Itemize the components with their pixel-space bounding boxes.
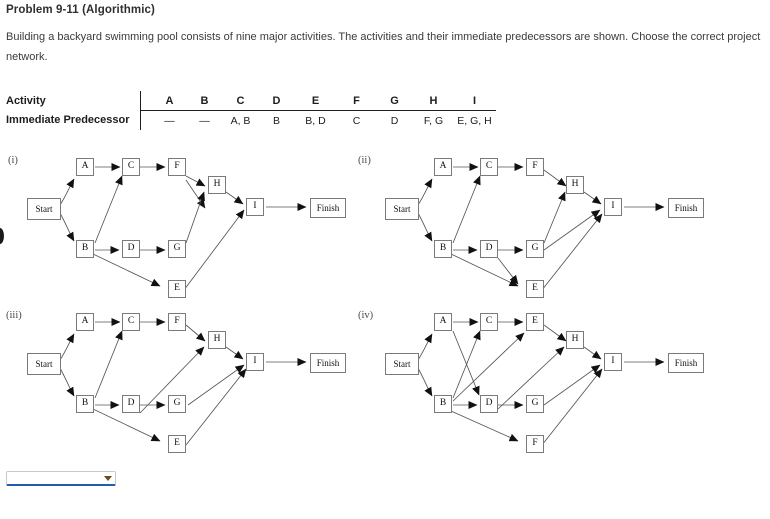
diagram-i-finish-edge	[266, 203, 307, 211]
header-cell-g: G	[375, 91, 414, 111]
diagram-iv-edges	[417, 318, 603, 446]
diagram-iii-edges	[59, 318, 247, 446]
table-row-activity: Activity A B C D E F G H I	[6, 91, 496, 111]
node-finish[interactable]: Finish	[310, 353, 346, 373]
node-d[interactable]: D	[480, 240, 498, 258]
node-h[interactable]: H	[208, 331, 226, 349]
clipped-arrow-artifact	[0, 228, 4, 244]
pred-cell-i: E, G, H	[457, 114, 492, 127]
header-cell-d: D	[259, 91, 294, 111]
node-i[interactable]: I	[604, 353, 622, 371]
node-start[interactable]: Start	[27, 353, 61, 375]
network-diagram-iv[interactable]: (iv) Start A B C D E G F H I Finish	[352, 305, 770, 460]
node-h[interactable]: H	[566, 176, 584, 194]
node-a[interactable]: A	[76, 158, 94, 176]
node-f[interactable]: F	[168, 313, 186, 331]
node-b[interactable]: B	[434, 395, 452, 413]
node-a[interactable]: A	[434, 158, 452, 176]
pred-cell-c: A, B	[230, 114, 251, 127]
diagram-iii-finish-edge	[266, 358, 307, 366]
node-d[interactable]: D	[480, 395, 498, 413]
node-g[interactable]: G	[526, 240, 544, 258]
node-g[interactable]: G	[526, 395, 544, 413]
node-b[interactable]: B	[76, 240, 94, 258]
pred-cell-b: —	[199, 114, 210, 127]
chevron-down-icon[interactable]	[104, 476, 112, 481]
node-e[interactable]: E	[168, 280, 186, 298]
pred-cell-h: F, G	[423, 114, 444, 127]
node-h[interactable]: H	[566, 331, 584, 349]
diagram-ii-finish-edge	[624, 203, 665, 211]
node-g[interactable]: G	[168, 395, 186, 413]
node-i[interactable]: I	[246, 198, 264, 216]
node-f[interactable]: F	[526, 435, 544, 453]
node-start[interactable]: Start	[385, 198, 419, 220]
table-vertical-rule-2	[139, 110, 141, 130]
header-cell-f: F	[337, 91, 376, 111]
pred-cell-f: C	[352, 114, 361, 127]
diagram-iv-finish-edge	[624, 358, 665, 366]
node-e[interactable]: E	[526, 280, 544, 298]
header-cell-h: H	[413, 91, 454, 111]
table-row-predecessor: Immediate Predecessor — — A, B B B, D C …	[6, 110, 496, 130]
node-c[interactable]: C	[480, 313, 498, 331]
pred-cell-g: D	[390, 114, 399, 127]
node-h[interactable]: H	[208, 176, 226, 194]
node-c[interactable]: C	[122, 313, 140, 331]
header-cell-b: B	[187, 91, 222, 111]
node-c[interactable]: C	[480, 158, 498, 176]
diagram-label-iii: (iii)	[6, 310, 22, 321]
table-vertical-rule	[139, 91, 141, 111]
header-cell-e: E	[293, 91, 338, 111]
header-cell-c: C	[221, 91, 260, 111]
node-finish[interactable]: Finish	[668, 198, 704, 218]
node-e[interactable]: E	[526, 313, 544, 331]
node-d[interactable]: D	[122, 395, 140, 413]
answer-select[interactable]	[6, 471, 116, 486]
node-finish[interactable]: Finish	[310, 198, 346, 218]
node-b[interactable]: B	[434, 240, 452, 258]
node-i[interactable]: I	[246, 353, 264, 371]
header-cell-a: A	[140, 91, 188, 111]
node-start[interactable]: Start	[27, 198, 61, 220]
network-diagram-i[interactable]: (i) Start A B C D F G E H I Finish	[0, 150, 360, 300]
header-cell-i: I	[453, 91, 496, 111]
diagram-label-iv: (iv)	[358, 310, 374, 321]
row-label-predecessor: Immediate Predecessor	[6, 114, 130, 127]
diagram-i-edges	[59, 163, 245, 291]
node-c[interactable]: C	[122, 158, 140, 176]
node-a[interactable]: A	[434, 313, 452, 331]
node-a[interactable]: A	[76, 313, 94, 331]
node-g[interactable]: G	[168, 240, 186, 258]
pred-cell-d: B	[273, 114, 281, 127]
node-finish[interactable]: Finish	[668, 353, 704, 373]
diagram-label-ii: (ii)	[358, 155, 371, 166]
diagram-ii-edges	[417, 163, 603, 291]
node-f[interactable]: F	[526, 158, 544, 176]
node-start[interactable]: Start	[385, 353, 419, 375]
page-title: Problem 9-11 (Algorithmic)	[6, 4, 155, 16]
problem-statement: Building a backyard swimming pool consis…	[6, 31, 761, 63]
node-b[interactable]: B	[76, 395, 94, 413]
row-label-activity: Activity	[6, 94, 46, 107]
node-d[interactable]: D	[122, 240, 140, 258]
node-e[interactable]: E	[168, 435, 186, 453]
network-diagram-ii[interactable]: (ii) Start A B C D F G E H I Finish	[352, 150, 770, 300]
pred-cell-e: B, D	[305, 114, 326, 127]
node-f[interactable]: F	[168, 158, 186, 176]
activity-predecessor-table: Activity A B C D E F G H I Immediate Pre…	[6, 91, 496, 130]
node-i[interactable]: I	[604, 198, 622, 216]
pred-cell-a: —	[164, 114, 175, 127]
network-diagram-iii[interactable]: (iii) Start A B C D F G E H I Finish	[0, 305, 360, 455]
diagram-label-i: (i)	[8, 155, 18, 166]
